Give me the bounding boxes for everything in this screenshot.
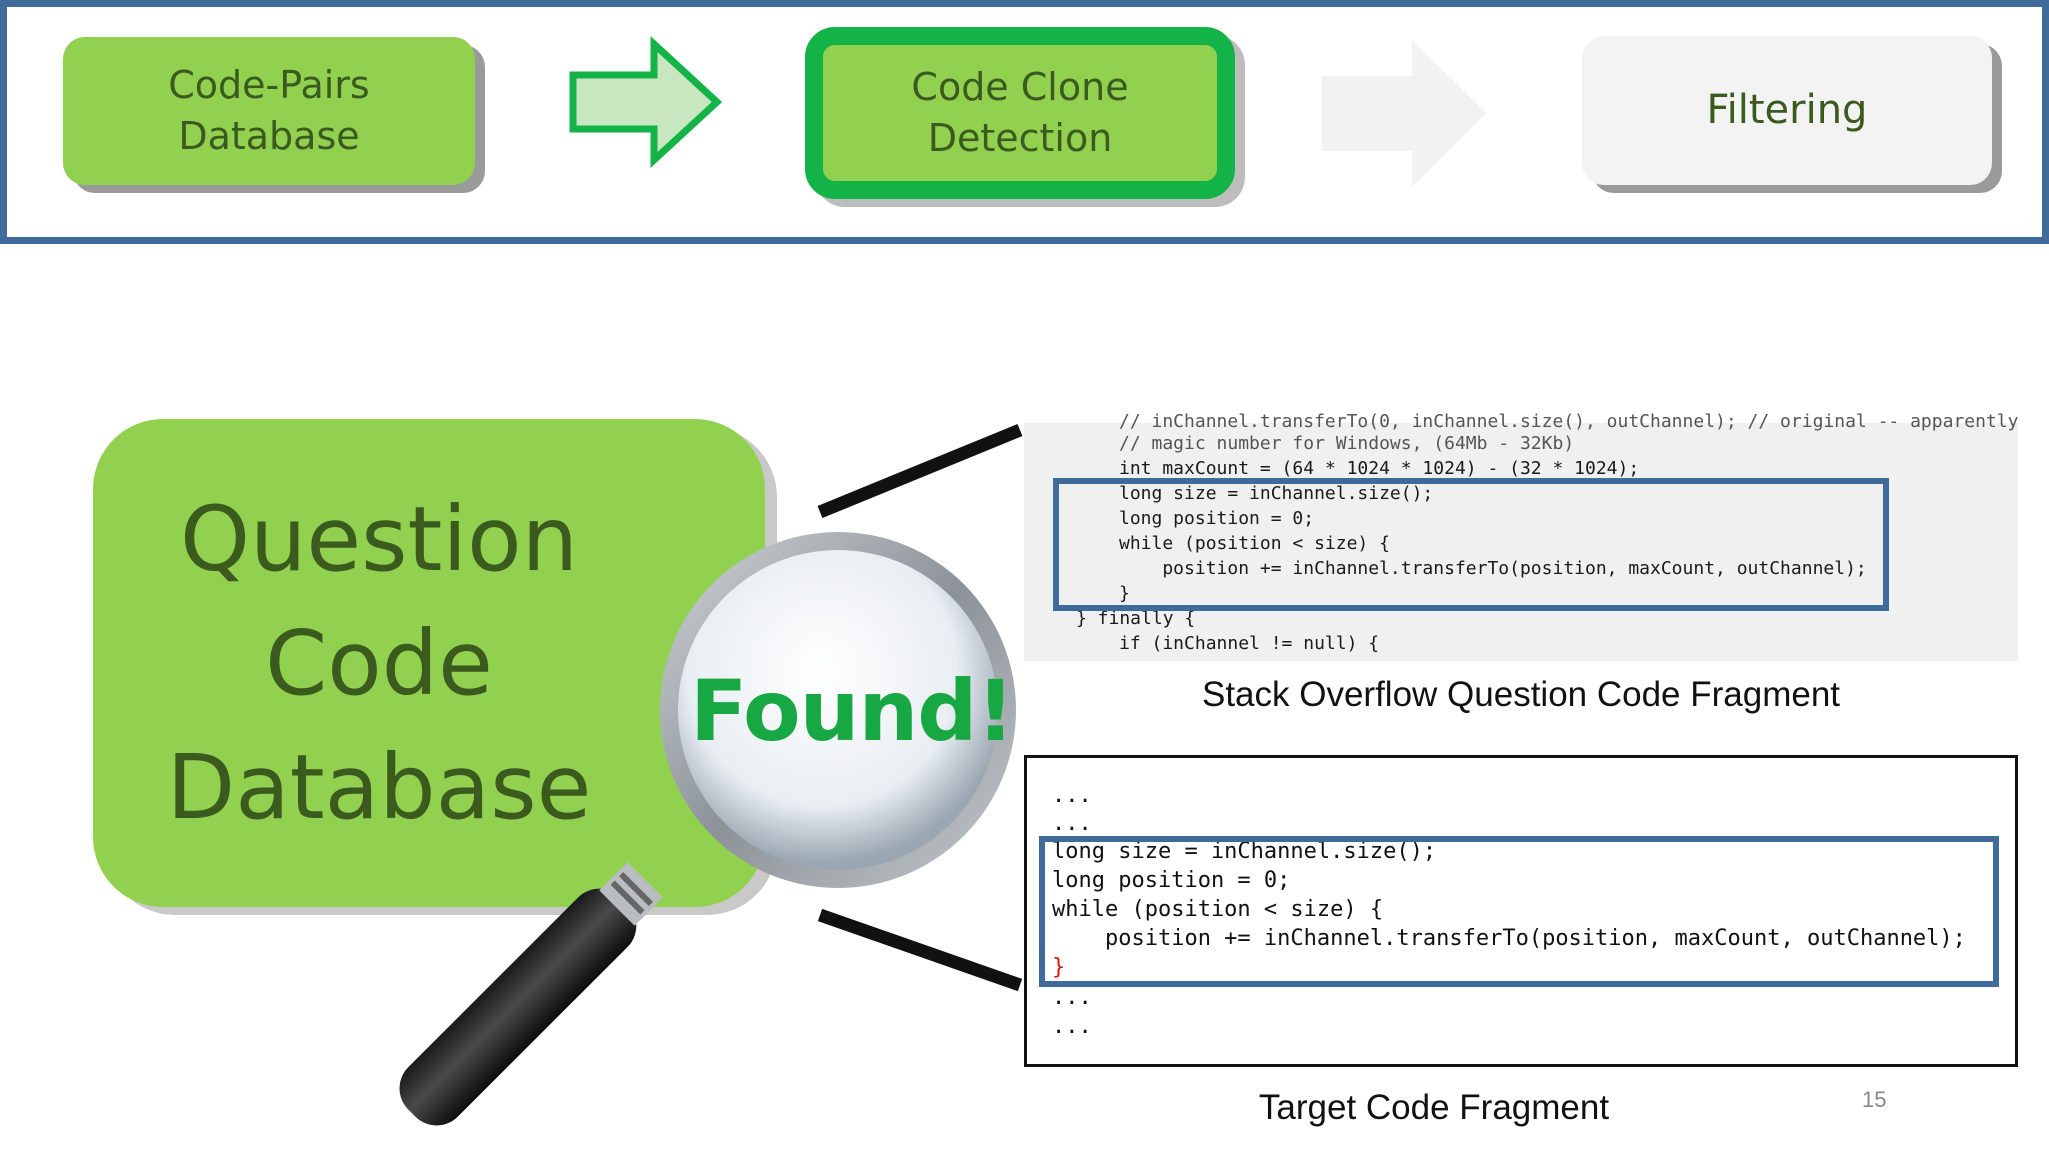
code-line: long position = 0; <box>1052 868 1291 893</box>
code-line: ... <box>1052 811 1092 836</box>
magnifier-icon <box>399 532 1016 1126</box>
code-line: ... <box>1052 783 1092 808</box>
target-match-highlight <box>1039 836 1999 987</box>
code-line: long position = 0; <box>1119 508 1315 529</box>
step1-label: Code-Pairs Database <box>168 63 370 158</box>
question-code-database-label: Question Code Database <box>166 487 592 839</box>
code-line: ... <box>1052 985 1092 1010</box>
arrow-right-icon <box>569 36 723 168</box>
code-line: // inChannel.transferTo(0, inChannel.siz… <box>1119 411 2019 432</box>
pipeline-step-filtering: Filtering <box>1582 36 1992 185</box>
target-fragment-caption: Target Code Fragment <box>1258 1088 1610 1127</box>
zoom-lines <box>817 423 1023 992</box>
code-line: long size = inChannel.size(); <box>1119 483 1434 504</box>
target-code-panel: ... ... long size = inChannel.size(); lo… <box>1024 755 2018 1067</box>
pipeline-step-code-pairs-database: Code-Pairs Database <box>63 37 475 185</box>
step3-label: Filtering <box>1706 87 1868 133</box>
code-line: } <box>1119 583 1130 604</box>
code-line: } finally { <box>1076 608 1196 629</box>
step2-label: Code Clone Detection <box>911 65 1129 160</box>
so-fragment-caption: Stack Overflow Question Code Fragment <box>1201 675 1841 714</box>
code-line: // magic number for Windows, (64Mb - 32K… <box>1119 433 1575 454</box>
code-line: ... <box>1052 1014 1092 1039</box>
so-match-highlight <box>1053 478 1889 611</box>
question-code-database-box: Question Code Database <box>93 419 765 907</box>
arrow-right-faded-icon <box>1322 40 1486 187</box>
code-line: position += inChannel.transferTo(positio… <box>1119 558 1867 579</box>
code-line: while (position < size) { <box>1052 897 1384 922</box>
code-line: long size = inChannel.size(); <box>1052 839 1437 864</box>
found-label: Found! <box>690 662 1015 760</box>
so-code-panel: // inChannel.transferTo(0, inChannel.siz… <box>1024 411 2018 661</box>
code-line: position += inChannel.transferTo(positio… <box>1052 926 1966 951</box>
code-line: int maxCount = (64 * 1024 * 1024) - (32 … <box>1119 458 1640 479</box>
pipeline-step-code-clone-detection: Code Clone Detection <box>805 27 1235 199</box>
slide-number: 15 <box>1862 1087 1887 1112</box>
code-line: } <box>1052 955 1066 980</box>
code-line: if (inChannel != null) { <box>1119 633 1380 654</box>
code-line: while (position < size) { <box>1119 533 1390 554</box>
